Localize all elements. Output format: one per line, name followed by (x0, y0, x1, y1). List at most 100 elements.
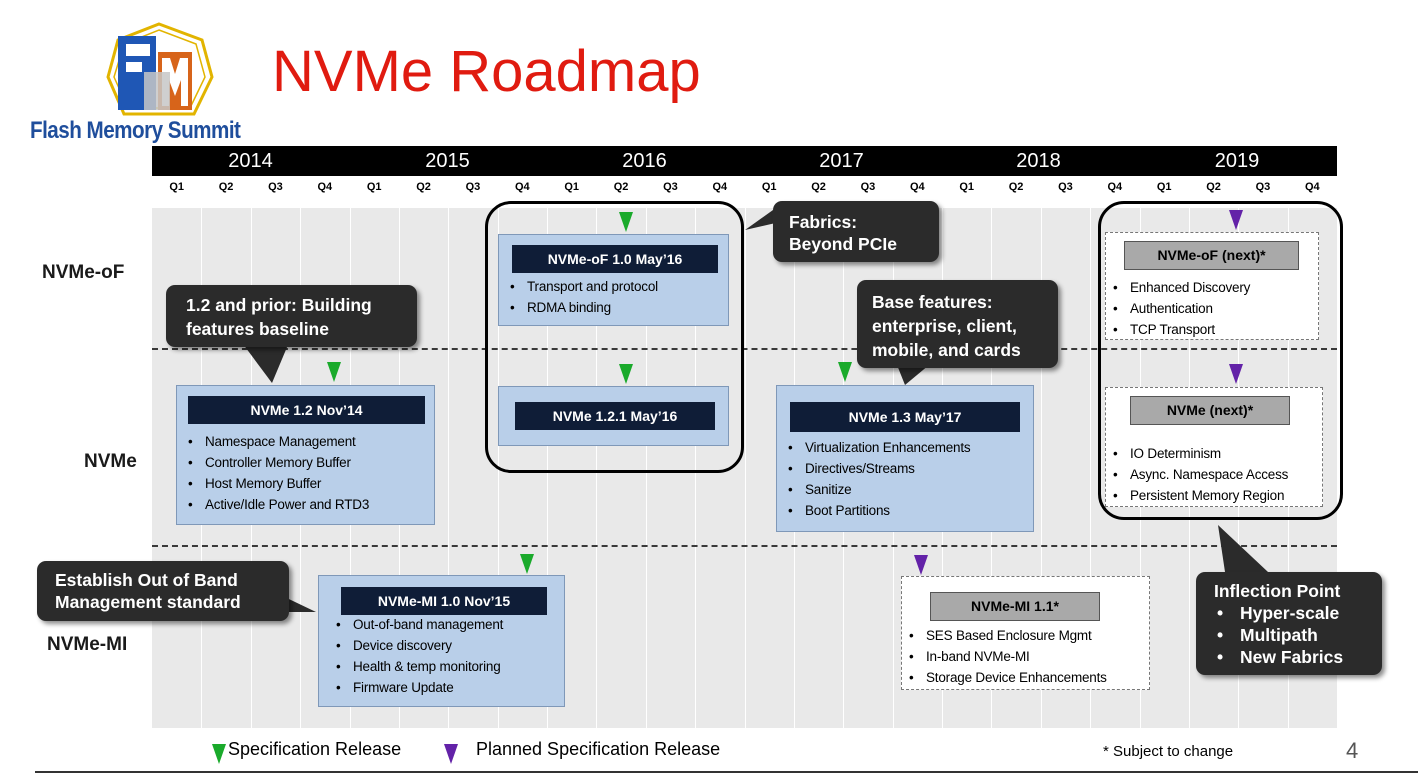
spec-item: Persistent Memory Region (1110, 485, 1288, 506)
callout-text: Base features: enterprise, client, mobil… (872, 292, 1021, 360)
spec-item: Storage Device Enhancements (906, 667, 1107, 688)
quarter-label: Q3 (268, 181, 283, 193)
row-separator (152, 348, 1337, 350)
spec-item: TCP Transport (1110, 319, 1250, 340)
quarter-label: Q1 (366, 181, 382, 193)
spec-item: Host Memory Buffer (185, 473, 369, 494)
spec-title: NVMe 1.2.1 May’16 (515, 402, 715, 430)
callout-item: New Fabrics (1214, 646, 1382, 668)
grid-line (695, 208, 697, 728)
spec-item: SES Based Enclosure Mgmt (906, 625, 1107, 646)
quarter-label: Q1 (564, 181, 580, 193)
spec-item: Device discovery (333, 635, 503, 656)
quarter-label: Q2 (613, 181, 629, 193)
quarter-label: Q3 (465, 181, 481, 193)
spec-item: Sanitize (785, 479, 970, 500)
quarter-label: Q4 (317, 181, 333, 193)
year-label: 2015 (425, 150, 470, 172)
quarter-label: Q1 (761, 181, 777, 193)
spec-title: NVMe-oF 1.0 May’16 (512, 245, 718, 273)
callout-inflection-point: Inflection Point Hyper-scale Multipath N… (1196, 572, 1382, 675)
spec-item: Enhanced Discovery (1110, 277, 1250, 298)
callout-out-of-band: Establish Out of Band Management standar… (37, 561, 289, 621)
flash-memory-summit-logo (104, 22, 214, 122)
callout-text: Fabrics: Beyond PCIe (789, 212, 897, 254)
quarter-label: Q4 (1304, 181, 1320, 193)
grid-line (547, 208, 548, 728)
page-title: NVMe Roadmap (272, 39, 701, 104)
row-label-nvme-mi: NVMe-MI (47, 634, 128, 655)
callout-fabrics: Fabrics: Beyond PCIe (773, 201, 939, 262)
grid-line (1090, 208, 1092, 728)
quarter-label: Q3 (860, 181, 876, 193)
quarter-label: Q3 (1255, 181, 1271, 193)
spec-title: NVMe 1.2 Nov’14 (188, 396, 425, 424)
grid-line (1040, 208, 1042, 728)
page-number: 4 (1346, 738, 1359, 763)
quarter-label: Q2 (416, 181, 431, 193)
planned-release-marker (914, 555, 928, 575)
callout-item: Multipath (1214, 624, 1382, 646)
spec-item: Async. Namespace Access (1110, 464, 1288, 485)
row-label-nvme: NVMe (84, 451, 137, 472)
year-label: 2017 (819, 150, 864, 172)
spec-items: IO Determinism Async. Namespace Access P… (1110, 443, 1288, 506)
release-marker (619, 364, 633, 384)
spec-item: IO Determinism (1110, 443, 1288, 464)
callout-item: Hyper-scale (1214, 602, 1382, 624)
callout-items: Hyper-scale Multipath New Fabrics (1214, 602, 1382, 668)
quarter-label: Q3 (663, 181, 678, 193)
spec-item: Active/Idle Power and RTD3 (185, 494, 369, 515)
group-2019-next (1098, 201, 1343, 520)
spec-box-nvme-of-next: NVMe-oF (next)* Enhanced Discovery Authe… (1105, 232, 1319, 340)
planned-release-marker (1229, 364, 1243, 384)
spec-title: NVMe-MI 1.0 Nov’15 (341, 587, 547, 615)
spec-box-nvme-mi-1-0: NVMe-MI 1.0 Nov’15 Out-of-band managemen… (318, 575, 565, 707)
release-marker (838, 362, 852, 382)
callout-base-features: Base features: enterprise, client, mobil… (857, 280, 1058, 368)
spec-item: Namespace Management (185, 431, 369, 452)
spec-item: Boot Partitions (785, 500, 970, 521)
grid-line (645, 208, 647, 728)
release-marker (619, 212, 633, 232)
spec-items: Namespace Management Controller Memory B… (185, 431, 369, 515)
footnote: * Subject to change (1103, 743, 1234, 760)
callout-text: 1.2 and prior: Building features baselin… (186, 295, 372, 339)
quarter-label: Q1 (959, 181, 975, 193)
legend-release-icon (212, 744, 226, 764)
spec-box-nvme-mi-1-1: NVMe-MI 1.1* SES Based Enclosure Mgmt In… (901, 576, 1150, 690)
release-marker (327, 362, 341, 382)
spec-title: NVMe-oF (next)* (1124, 241, 1299, 270)
spec-item: Health & temp monitoring (333, 656, 503, 677)
release-marker (520, 554, 534, 574)
spec-items: Out-of-band management Device discovery … (333, 614, 503, 698)
spec-item: Transport and protocol (507, 276, 658, 297)
spec-item: Directives/Streams (785, 458, 970, 479)
spec-item: Controller Memory Buffer (185, 452, 369, 473)
quarter-label: Q3 (1058, 181, 1073, 193)
quarter-label: Q1 (169, 181, 185, 193)
legend-planned-icon (444, 744, 458, 764)
quarter-label: Q4 (1107, 181, 1123, 193)
grid-line (596, 208, 598, 728)
legend-release-label: Specification Release (228, 739, 402, 759)
quarter-label: Q1 (1156, 181, 1172, 193)
planned-release-marker (1229, 210, 1243, 230)
callout-title: Inflection Point (1214, 581, 1341, 601)
year-label: 2016 (622, 150, 667, 172)
legend-planned-label: Planned Specification Release (476, 739, 721, 759)
spec-title: NVMe (next)* (1130, 396, 1290, 425)
year-bar: 2014 2015 2016 2017 2018 2019 (152, 146, 1337, 176)
spec-item: Authentication (1110, 298, 1250, 319)
row-separator (152, 545, 1337, 547)
grid-line (448, 208, 450, 728)
row-label-nvme-of: NVMe-oF (42, 262, 125, 283)
quarter-label: Q2 (1206, 181, 1221, 193)
quarter-label: Q2 (1008, 181, 1024, 193)
spec-box-nvme-of-1-0: NVMe-oF 1.0 May’16 Transport and protoco… (498, 234, 729, 326)
quarter-label: Q4 (712, 181, 728, 193)
grid-line (744, 208, 746, 728)
spec-box-nvme-next: NVMe (next)* IO Determinism Async. Names… (1105, 387, 1323, 507)
spec-items: Enhanced Discovery Authentication TCP Tr… (1110, 277, 1250, 340)
year-label: 2014 (228, 150, 273, 172)
